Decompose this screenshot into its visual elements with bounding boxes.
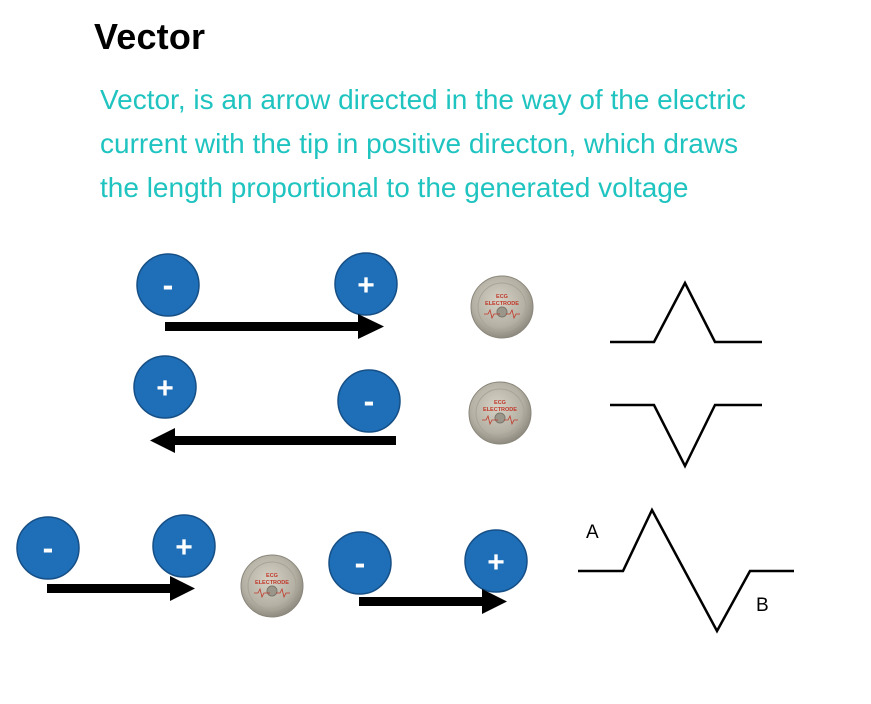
positive-charge: + xyxy=(464,529,528,593)
negative-charge: - xyxy=(328,531,392,595)
positive-charge: + xyxy=(152,514,216,578)
electrode-label-1: ECG xyxy=(266,573,278,579)
arrow-left xyxy=(150,428,396,453)
row-3-vectors: - + ECG ELECTRODE - + xyxy=(16,507,794,634)
ecg-electrode: ECG ELECTRODE xyxy=(240,554,304,618)
electrode-label-1: ECG xyxy=(494,400,506,406)
electrode-label-1: ECG xyxy=(496,294,508,300)
positive-waveform xyxy=(610,280,762,344)
positive-sign: + xyxy=(156,372,174,405)
electrode-label-2: ELECTRODE xyxy=(485,301,519,307)
description-line-3: the length proportional to the generated… xyxy=(100,172,689,203)
ecg-electrode: ECG ELECTRODE xyxy=(468,381,532,445)
waveform-label-b: B xyxy=(756,595,769,616)
negative-charge: - xyxy=(136,253,200,317)
electrode-label-2: ELECTRODE xyxy=(255,580,289,586)
positive-charge: + xyxy=(133,355,197,419)
ecg-electrode: ECG ELECTRODE xyxy=(470,275,534,339)
positive-charge: + xyxy=(334,252,398,316)
electrode-label-2: ELECTRODE xyxy=(483,407,517,413)
negative-sign: - xyxy=(355,545,366,581)
negative-charge: - xyxy=(16,516,80,580)
biphasic-waveform: A B xyxy=(578,507,794,634)
negative-sign: - xyxy=(364,383,375,419)
row-1-vector: - + ECG ELECTRODE xyxy=(136,252,762,344)
arrow-right xyxy=(165,314,384,339)
description-line-1: Vector, is an arrow directed in the way … xyxy=(100,84,746,115)
arrow-right xyxy=(47,576,195,601)
row-2-vector: + - ECG ELECTRODE xyxy=(133,355,762,469)
page-title: Vector xyxy=(94,16,206,57)
description-line-2: current with the tip in positive directo… xyxy=(100,128,739,159)
negative-sign: - xyxy=(43,530,54,566)
vector-description: Vector, is an arrow directed in the way … xyxy=(100,78,840,210)
negative-charge: - xyxy=(337,369,401,433)
negative-waveform xyxy=(610,403,762,469)
waveform-label-a: A xyxy=(586,522,599,543)
positive-sign: + xyxy=(175,531,193,564)
negative-sign: - xyxy=(163,267,174,303)
arrow-right xyxy=(359,589,507,614)
positive-sign: + xyxy=(357,269,375,302)
positive-sign: + xyxy=(487,546,505,579)
